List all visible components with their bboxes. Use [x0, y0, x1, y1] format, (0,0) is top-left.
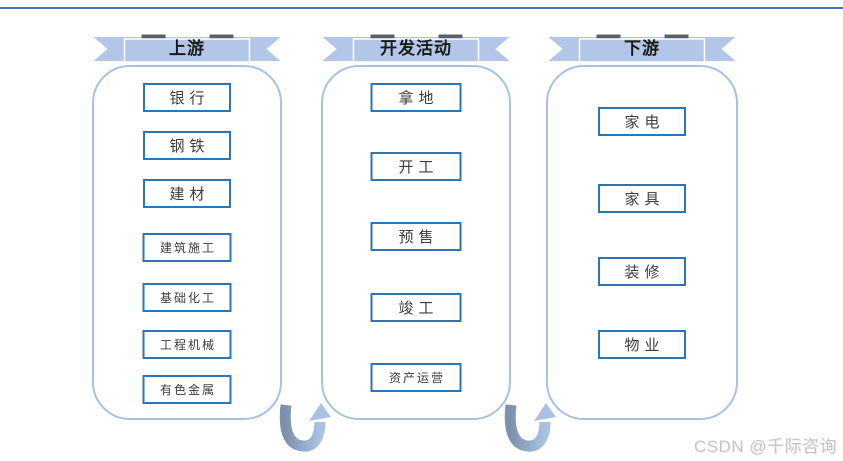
- banner-label: 上游: [169, 39, 205, 58]
- node-nonferrous-metals: 有色金属: [142, 375, 232, 404]
- curved-flow-arrow-icon: [504, 403, 556, 452]
- node-furniture: 家具: [598, 184, 686, 213]
- node-decoration: 装修: [598, 257, 686, 286]
- node-construction-start: 开工: [370, 152, 462, 181]
- node-completion: 竣工: [370, 293, 462, 322]
- node-engineering-machinery: 工程机械: [142, 330, 232, 359]
- banner-downstream: 下游: [548, 33, 736, 62]
- node-construction: 建筑施工: [142, 233, 232, 262]
- column-upstream: 上游 银行 钢铁 建材 建筑施工 基础化工 工程机械 有色金属: [92, 33, 282, 457]
- node-property-management: 物业: [598, 330, 686, 359]
- top-divider-line: [0, 7, 843, 9]
- node-land-acquisition: 拿地: [370, 83, 462, 112]
- node-asset-operation: 资产运营: [370, 363, 462, 392]
- banner-upstream: 上游: [93, 33, 281, 62]
- ribbon-banner-icon: [322, 34, 510, 62]
- column-development: 开发活动 拿地 开工 预售 竣工 资产运营: [321, 33, 511, 457]
- banner-label: 开发活动: [380, 39, 452, 58]
- node-building-materials: 建材: [143, 179, 231, 208]
- node-basic-chemicals: 基础化工: [142, 283, 232, 312]
- node-presale: 预售: [370, 222, 462, 251]
- ribbon-banner-icon: [548, 34, 736, 62]
- column-downstream: 下游 家电 家具 装修 物业: [546, 33, 738, 457]
- ribbon-banner-icon: [93, 34, 281, 62]
- watermark: CSDN @千际咨询: [693, 437, 837, 456]
- banner-label: 下游: [624, 39, 660, 58]
- banner-development: 开发活动: [322, 33, 510, 62]
- node-bank: 银行: [143, 83, 231, 112]
- curved-flow-arrow-icon: [279, 403, 331, 452]
- node-steel: 钢铁: [143, 131, 231, 160]
- node-home-appliances: 家电: [598, 107, 686, 136]
